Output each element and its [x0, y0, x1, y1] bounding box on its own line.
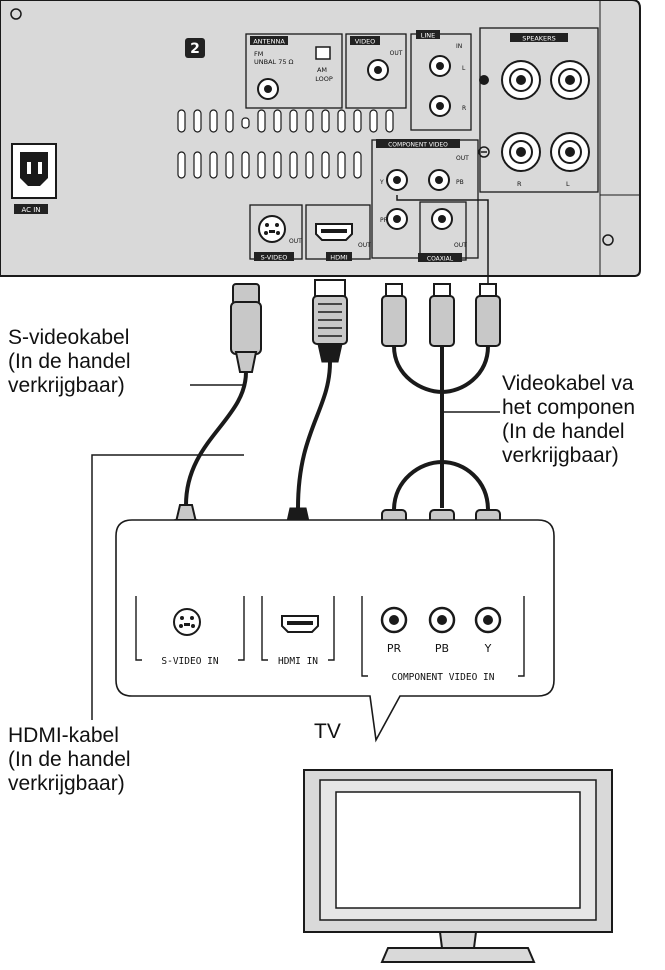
component-cable-callout: Videokabel va het componen (In de handel… [502, 372, 635, 468]
line-label: LINE [421, 32, 436, 40]
coaxial-label: COAXIAL [427, 256, 454, 263]
tv-input-panel: S-VIDEO IN HDMI IN PR PB Y COMPONENT VID… [115, 519, 555, 743]
component-pb-label: PB [456, 179, 464, 186]
ventilation-slots [177, 109, 394, 179]
line-in-block: LINE IN L R [410, 30, 472, 131]
ac-in-socket: AC IN [11, 143, 57, 214]
line-r-label: R [462, 105, 466, 112]
component-y-in-label: Y [484, 642, 492, 655]
antenna-label: ANTENNA [253, 38, 285, 46]
speakers-label: SPEAKERS [522, 35, 556, 43]
hdmi-cable-line-3: verkrijgbaar) [8, 772, 125, 795]
svideo-cable-callout: S-videokabel (In de handel verkrijgbaar) [8, 326, 131, 398]
component-in-label: COMPONENT VIDEO IN [392, 672, 495, 683]
coaxial-block: OUT COAXIAL [418, 201, 467, 263]
component-out-label: OUT [456, 155, 469, 162]
hdmi-in-jack: HDMI IN [261, 596, 335, 667]
svideo-out-block: OUT S-VIDEO [249, 204, 303, 262]
tv-label: TV [314, 720, 341, 743]
antenna-am-label: AM [317, 66, 327, 74]
component-cable-line-3: (In de handel [502, 420, 625, 443]
speakers-block: SPEAKERS R L [478, 27, 599, 193]
component-cable-line-4: verkrijgbaar) [502, 444, 619, 467]
component-y-label: Y [379, 179, 384, 186]
hdmi-cable-callout: HDMI-kabel (In de handel verkrijgbaar) [8, 724, 131, 796]
hdmi-in-label: HDMI IN [278, 656, 318, 667]
svideo-out-label: OUT [289, 238, 302, 245]
antenna-loop-label: LOOP [315, 75, 333, 83]
svideo-cable-line-2: (In de handel [8, 350, 131, 373]
component-pr-label: PR [380, 217, 388, 224]
svideo-label: S-VIDEO [261, 254, 288, 262]
hdmi-out-block: OUT HDMI [305, 204, 371, 262]
video-out-label: OUT [390, 50, 403, 57]
badge-label: 2 [190, 41, 200, 57]
svideo-cable-line-3: verkrijgbaar) [8, 374, 125, 397]
line-l-label: L [462, 65, 466, 72]
antenna-block: ANTENNA FM UNBAL 75 Ω AM LOOP [245, 33, 343, 109]
component-cable-line-1: Videokabel va [502, 372, 634, 395]
callout-leaders [91, 384, 500, 720]
svideo-in-label: S-VIDEO IN [161, 656, 218, 667]
video-out-block: VIDEO OUT [345, 33, 407, 109]
hdmi-cable-line-2: (In de handel [8, 748, 131, 771]
coaxial-out-label: OUT [454, 242, 467, 249]
line-in-label: IN [456, 43, 462, 50]
number-badge: 2 [185, 38, 205, 58]
component-pr-in-label: PR [387, 642, 402, 655]
speakers-l-label: L [566, 180, 570, 188]
video-out-tag: VIDEO [355, 38, 376, 46]
component-pb-in-label: PB [435, 642, 449, 655]
component-video-label: COMPONENT VIDEO [388, 142, 448, 149]
ac-in-label: AC IN [21, 206, 40, 214]
unit-rear-panel: 2 ANTENNA FM UNBAL 75 Ω AM LOOP VIDEO OU… [0, 0, 641, 284]
hdmi-cable-line-1: HDMI-kabel [8, 724, 119, 747]
svideo-cable-line-1: S-videokabel [8, 326, 130, 349]
component-video-block: COMPONENT VIDEO OUT Y PB PR [371, 139, 479, 259]
antenna-fm-label: FM [254, 50, 263, 58]
speakers-r-label: R [517, 180, 522, 188]
svideo-in-jack: S-VIDEO IN [135, 596, 245, 667]
antenna-unbal-label: UNBAL 75 Ω [254, 58, 294, 66]
hdmi-label: HDMI [330, 254, 348, 262]
tv-set [303, 769, 613, 963]
component-in-jacks: PR PB Y COMPONENT VIDEO IN [361, 596, 525, 683]
component-cable-line-2: het componen [502, 396, 636, 419]
hdmi-out-label: OUT [358, 242, 371, 249]
